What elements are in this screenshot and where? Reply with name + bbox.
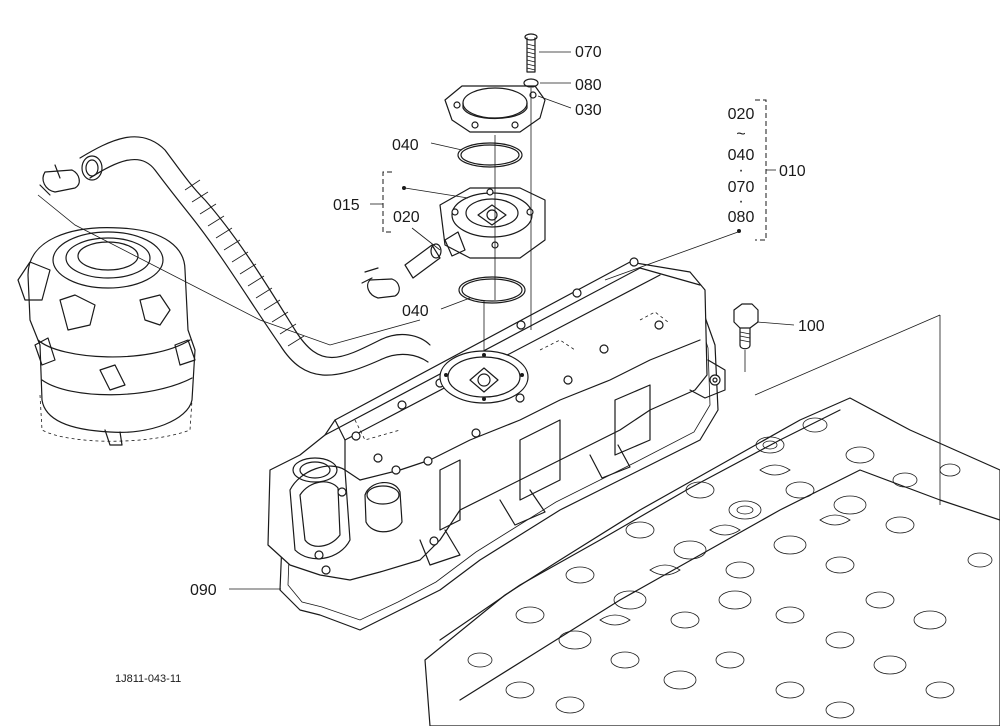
kit-item-070: 070: [728, 179, 755, 196]
bracket-015: [382, 171, 392, 233]
kit-separator-2: ·: [738, 193, 743, 210]
assembly-lines: [483, 88, 941, 505]
callout-080: 080: [575, 77, 602, 94]
callout-070: 070: [575, 44, 602, 61]
callout-020: 020: [393, 209, 420, 226]
callout-015: 015: [333, 197, 360, 214]
bracket-010: [755, 99, 767, 241]
clamp-and-fitting: [361, 243, 442, 299]
breather-assembly-015: [439, 187, 546, 259]
cylinder-head-cover: [267, 257, 726, 581]
cover-plate-030: [444, 85, 546, 133]
kit-item-040: 040: [728, 147, 755, 164]
kit-separator-1: ·: [738, 162, 743, 179]
callout-040-upper: 040: [392, 137, 419, 154]
washer-080: [523, 78, 539, 88]
breather-hose: [37, 136, 431, 376]
leader-lines: [229, 51, 795, 590]
callout-040-lower: 040: [402, 303, 429, 320]
cylinder-head: [424, 397, 1000, 726]
callout-090: 090: [190, 582, 217, 599]
oil-separator: [17, 227, 196, 446]
screw-070: [524, 33, 538, 73]
bolt-100: [733, 303, 759, 350]
kit-item-020: 020: [728, 106, 755, 123]
kit-range-tilde: ~: [736, 126, 745, 143]
kit-item-080: 080: [728, 209, 755, 226]
o-ring-040-lower-inner: [461, 278, 523, 302]
callout-030: 030: [575, 102, 602, 119]
figure-reference: 1J811-043-11: [115, 673, 181, 685]
callout-010: 010: [779, 163, 806, 180]
o-ring-040-upper: [457, 142, 523, 168]
callout-100: 100: [798, 318, 825, 335]
o-ring-040-upper-inner: [460, 144, 520, 166]
o-ring-040-lower: [458, 276, 526, 304]
